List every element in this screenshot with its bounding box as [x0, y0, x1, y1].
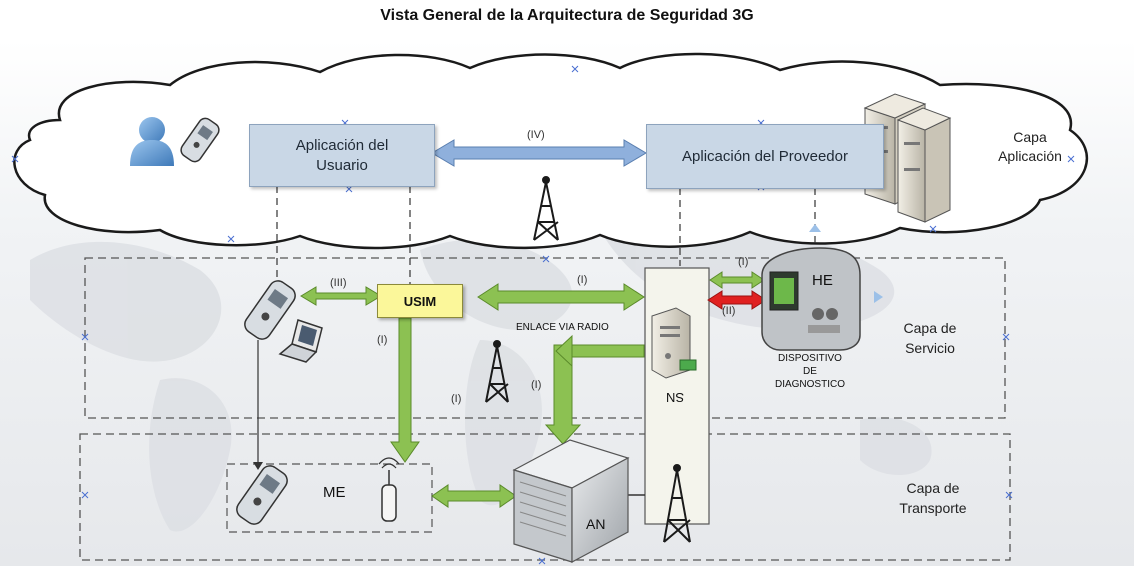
radio-link-label: ENLACE VIA RADIO: [516, 322, 609, 333]
sn-server-icon: [651, 307, 697, 379]
transport-layer-label: Capa de Transporte: [899, 480, 967, 516]
phone-icon: [244, 280, 296, 340]
diagnostic-device-label: DISPOSITIVO DE DIAGNOSTICO: [774, 353, 845, 390]
me-antenna-icon: [378, 457, 400, 522]
diagram-title: Vista General de la Arquitectura de Segu…: [380, 7, 754, 24]
phone-icon: [180, 117, 220, 163]
transport-layer-frame: [79, 433, 1011, 561]
phone-icon: [236, 465, 288, 525]
an-label: AN: [586, 516, 606, 532]
he-label: HE: [812, 272, 833, 289]
arrow-sn-an-head: [555, 334, 573, 368]
link-i-top-label: (I): [577, 274, 588, 286]
provider-application-label: Aplicación del Proveedor: [682, 147, 848, 165]
link-i-radio-label: (I): [531, 379, 542, 391]
antenna-icon: [663, 464, 691, 543]
service-layer-label: Capa de Servicio: [903, 320, 957, 356]
link-i-left-label: (I): [451, 393, 462, 405]
dashed-connectors: [276, 186, 816, 285]
antenna-icon: [485, 340, 509, 403]
application-layer-label: Capa Aplicación: [998, 129, 1062, 164]
link-i-usim-label: (I): [377, 334, 388, 346]
usim-label: USIM: [403, 293, 437, 309]
marker-triangle: [809, 224, 821, 232]
link-iv-label: (IV): [527, 129, 545, 141]
me-label: ME: [323, 484, 346, 501]
link-ii-he-label: (II): [722, 305, 736, 317]
link-iii-label: (III): [330, 277, 347, 289]
arrow-usim-me: [390, 317, 420, 463]
usim-box: USIM: [377, 284, 463, 318]
me-frame: [226, 463, 433, 533]
phone-me-arrowhead: [253, 462, 263, 470]
provider-application-box: Aplicación del Proveedor: [646, 124, 884, 189]
user-application-label: Aplicación del Usuario: [295, 136, 389, 174]
user-icon: [130, 117, 174, 166]
user-application-box: Aplicación del Usuario: [249, 124, 435, 187]
diagnostic-device-icon: [761, 247, 861, 351]
arrow-sn-an: [544, 344, 645, 445]
arrow-i-usim-sn: [477, 283, 645, 311]
an-cube-icon: [512, 439, 630, 564]
antenna-icon: [533, 176, 559, 241]
link-i-he-label: (I): [738, 256, 749, 268]
sn-label: SN: [666, 390, 685, 405]
marker-triangle: [874, 291, 883, 303]
laptop-icon: [278, 319, 323, 363]
world-map: [30, 222, 932, 532]
